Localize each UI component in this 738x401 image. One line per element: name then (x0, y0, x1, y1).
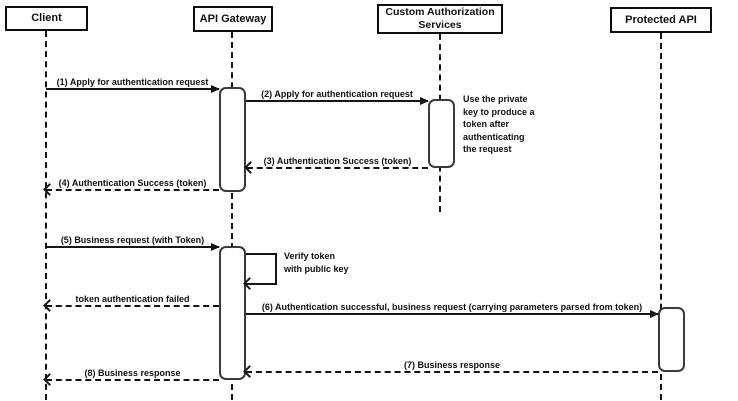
message-1-apply-auth-request: (1) Apply for authentication request (46, 76, 220, 93)
self-message-verify-token (243, 253, 277, 290)
lifeline-protected-api (660, 33, 662, 400)
message-5-business-request: (5) Business request (with Token) (46, 234, 220, 251)
lifeline-api-gateway (231, 32, 233, 400)
arrowhead-right-icon (211, 85, 220, 93)
message-3-line (247, 167, 428, 169)
message-4-label: (4) Authentication Success (token) (58, 178, 207, 188)
activation-api-gateway-business (219, 246, 246, 380)
participant-protected-api-label: Protected API (625, 13, 697, 26)
message-2-line (246, 100, 428, 102)
self-message-verify-token-label: Verify token with public key (284, 251, 349, 274)
message-7-business-response: (7) Business response (243, 359, 658, 378)
message-4-line (46, 189, 219, 191)
participant-client: Client (5, 6, 88, 31)
message-1-line (46, 88, 219, 90)
message-3-auth-success: (3) Authentication Success (token) (244, 155, 428, 174)
message-token-auth-failed: token authentication failed (43, 293, 219, 312)
message-4-auth-success: (4) Authentication Success (token) (43, 177, 219, 196)
arrowhead-right-icon (650, 310, 659, 318)
participant-client-label: Client (31, 12, 62, 24)
note-private-key: Use the private key to produce a token a… (463, 94, 535, 154)
message-token-auth-failed-label: token authentication failed (75, 294, 190, 304)
activation-protected-api (658, 307, 685, 372)
participant-custom-authorization-services-label: Custom Authorization Services (385, 6, 495, 31)
message-2-apply-auth-request: (2) Apply for authentication request (246, 88, 429, 105)
message-7-label: (7) Business response (403, 360, 501, 370)
message-5-line (46, 246, 219, 248)
message-1-label: (1) Apply for authentication request (56, 77, 209, 87)
arrowhead-right-icon (211, 243, 220, 251)
message-6-auth-successful-business-request: (6) Authentication successful, business … (246, 301, 659, 318)
message-7-line (246, 371, 658, 373)
message-8-line (46, 379, 219, 381)
message-token-auth-failed-line (46, 305, 219, 307)
message-3-label: (3) Authentication Success (token) (263, 156, 412, 166)
lifeline-client (45, 31, 47, 400)
message-2-label: (2) Apply for authentication request (261, 89, 413, 99)
message-8-label: (8) Business response (84, 368, 181, 378)
participant-api-gateway: API Gateway (193, 6, 273, 32)
participant-custom-authorization-services: Custom Authorization Services (377, 4, 503, 34)
message-8-business-response: (8) Business response (43, 367, 219, 386)
activation-custom-authorization-services (428, 99, 455, 168)
activation-api-gateway-auth (219, 87, 246, 192)
arrowhead-right-icon (420, 97, 429, 105)
participant-api-gateway-label: API Gateway (199, 12, 267, 25)
message-5-label: (5) Business request (with Token) (60, 235, 205, 245)
participant-protected-api: Protected API (610, 7, 712, 33)
message-6-label: (6) Authentication successful, business … (261, 302, 643, 312)
message-6-line (246, 313, 658, 315)
